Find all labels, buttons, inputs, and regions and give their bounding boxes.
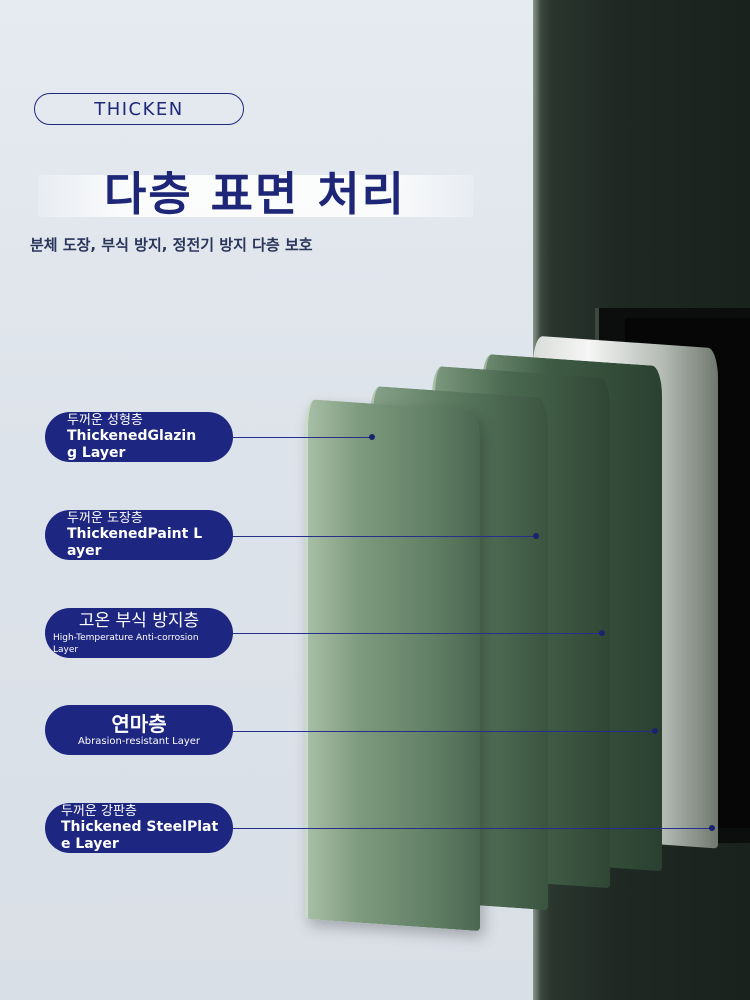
leader-line-2 <box>232 536 536 537</box>
page-title: 다층 표면 처리 <box>104 167 406 221</box>
leader-line-3 <box>232 633 602 634</box>
page-subtitle: 분체 도장, 부식 방지, 정전기 방지 다층 보호 <box>30 236 313 254</box>
layer-en: ThickenedGlazin <box>67 427 197 444</box>
badge-label: THICKEN <box>94 98 184 120</box>
layer-en: Thickened SteelPlat <box>61 818 219 835</box>
layer-label-glazing: 두꺼운 성형층 ThickenedGlazin g Layer <box>45 412 233 462</box>
layer-en: High-Temperature Anti-corrosion Layer <box>53 633 199 655</box>
leader-dot-icon <box>369 434 375 440</box>
layer-en-cont: g Layer <box>67 444 126 461</box>
thicken-badge: THICKEN <box>34 93 244 125</box>
layer-en-cont: e Layer <box>61 835 119 852</box>
layer-label-abrasion: 연마층 Abrasion-resistant Layer <box>45 705 233 755</box>
layer-kr: 두꺼운 도장층 <box>67 510 143 526</box>
glazing-panel <box>305 398 480 932</box>
leader-dot-icon <box>533 533 539 539</box>
leader-line-1 <box>232 437 372 438</box>
layer-en: Abrasion-resistant Layer <box>77 736 201 747</box>
leader-dot-icon <box>652 728 658 734</box>
layer-kr: 고온 부식 방지층 <box>78 611 200 631</box>
title-highlight <box>38 175 473 217</box>
layer-kr: 두꺼운 강판층 <box>61 803 137 819</box>
layer-kr: 연마층 <box>111 712 167 736</box>
layer-label-anticorrosion: 고온 부식 방지층 High-Temperature Anti-corrosio… <box>45 608 233 658</box>
layer-en: ThickenedPaint L <box>67 525 203 542</box>
leader-dot-icon <box>709 825 715 831</box>
leader-line-5 <box>232 828 712 829</box>
leader-line-4 <box>232 731 655 732</box>
layer-kr: 두꺼운 성형층 <box>67 412 143 428</box>
layer-en-cont: ayer <box>67 542 102 559</box>
leader-dot-icon <box>599 630 605 636</box>
layer-label-paint: 두꺼운 도장층 ThickenedPaint L ayer <box>45 510 233 560</box>
layer-label-steel: 두꺼운 강판층 Thickened SteelPlat e Layer <box>45 803 233 853</box>
